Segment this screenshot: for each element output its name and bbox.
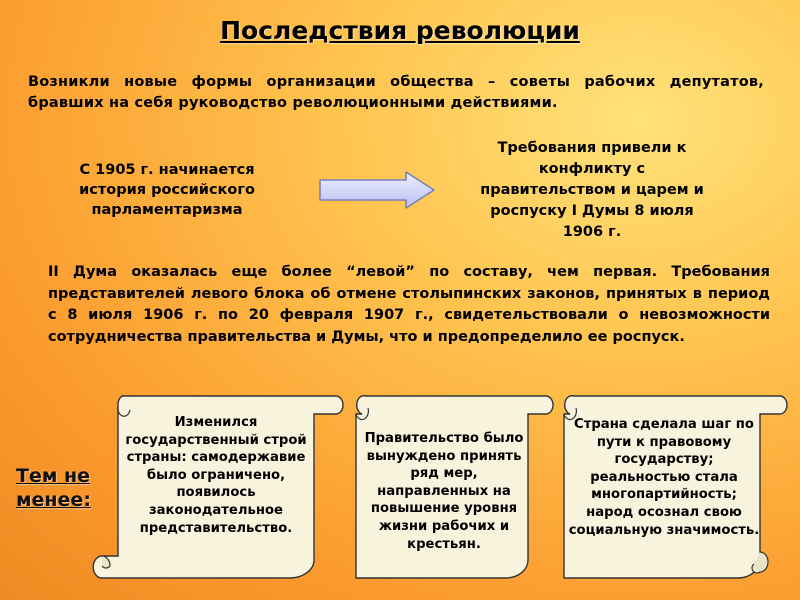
scroll-text-3: Страна сделала шаг по пути к правовому г…	[568, 417, 760, 538]
scroll-shape	[355, 394, 554, 579]
parliamentarism-text: С 1905 г. начинается история российского…	[79, 162, 255, 218]
scroll-card-3: Страна сделала шаг по пути к правовому г…	[540, 392, 790, 582]
scroll-text-2: Правительство было вынуждено принять ряд…	[364, 431, 524, 552]
right-arrow-icon	[319, 171, 435, 209]
scroll-shape	[563, 394, 788, 579]
scroll-card-2: Правительство было вынуждено принять ряд…	[332, 392, 556, 582]
intro-paragraph: Возникли новые формы организации обществ…	[28, 74, 764, 111]
page-title: Последствия революции	[220, 16, 580, 45]
scroll-text-1: Изменился государственный строй страны: …	[125, 415, 307, 536]
scroll-card-1: Изменился государственный строй страны: …	[92, 392, 344, 582]
scroll-shape	[92, 395, 344, 579]
second-duma-paragraph: II Дума оказалась еще более “левой” по с…	[48, 264, 770, 345]
nevertheless-label: Тем не менее:	[16, 465, 91, 511]
conflict-text: Требования привели к конфликту с правите…	[480, 140, 704, 240]
